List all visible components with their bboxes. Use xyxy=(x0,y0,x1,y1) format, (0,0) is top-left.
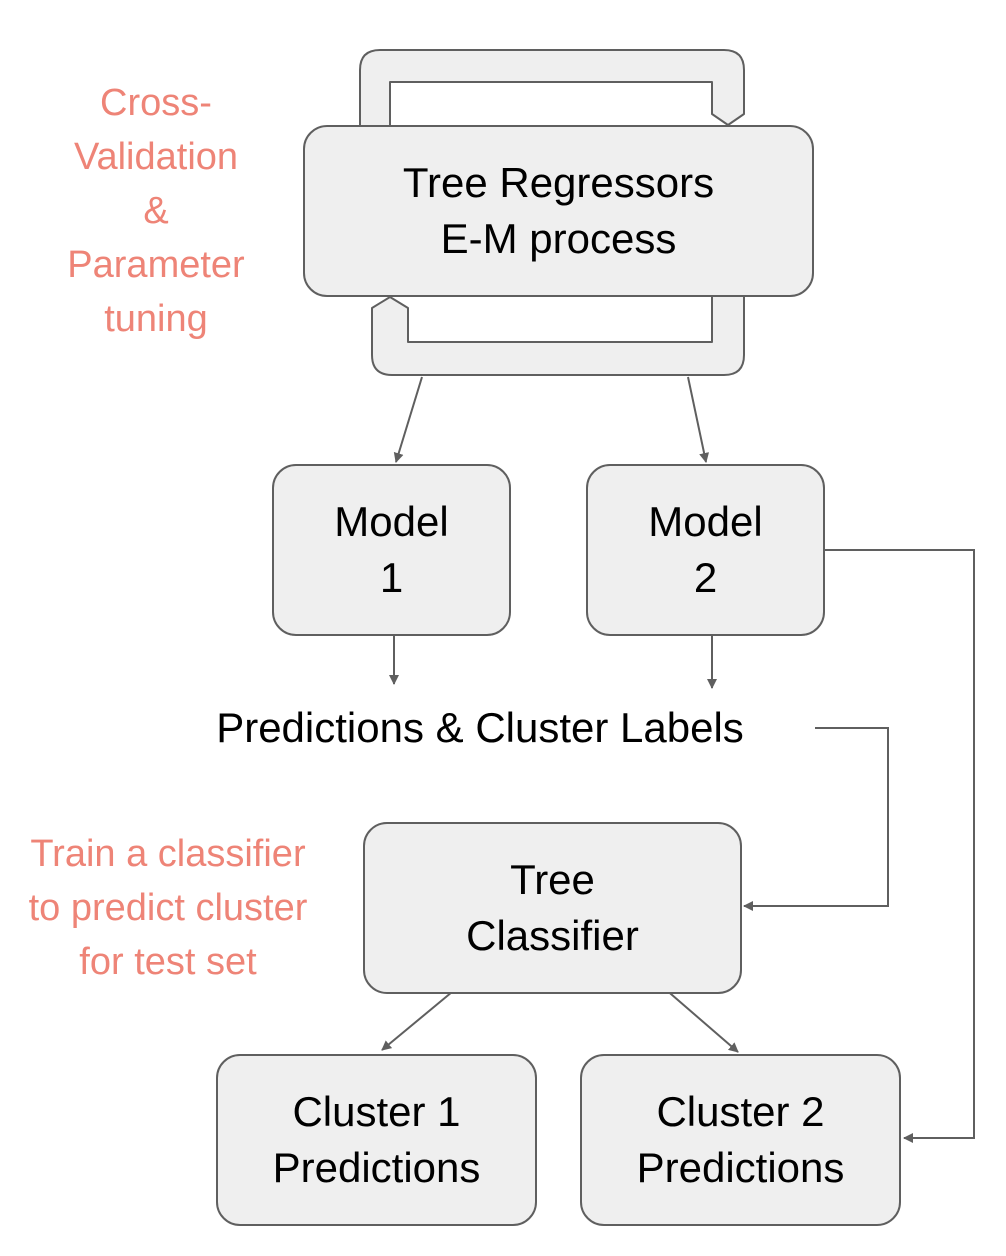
model-1-line2: 1 xyxy=(379,554,404,601)
train-classifier-line1: Train a classifier xyxy=(30,833,306,875)
em-loop-top-arrow xyxy=(359,49,745,126)
cluster-2-line2: Predictions xyxy=(636,1144,845,1191)
tree-classifier-line1: Tree xyxy=(510,856,595,903)
tree-classifier-line2: Classifier xyxy=(466,912,639,959)
tree-regressors-node: Tree Regressors E-M process xyxy=(303,125,814,297)
arrow-classifier-to-cluster-1 xyxy=(381,991,453,1051)
tree-classifier-node: Tree Classifier xyxy=(363,822,742,994)
tree-regressors-line1: Tree Regressors xyxy=(402,159,715,206)
model-2-node: Model 2 xyxy=(586,464,825,636)
cross-validation-line1: Cross- xyxy=(100,82,212,124)
model-1-node: Model 1 xyxy=(272,464,511,636)
cluster-2-node: Cluster 2 Predictions xyxy=(580,1054,901,1226)
em-loop-bottom-arrow xyxy=(371,296,745,376)
cluster-1-line2: Predictions xyxy=(272,1144,481,1191)
cross-validation-note: Cross- Validation & Parameter tuning xyxy=(30,76,282,346)
arrow-model-2-to-cluster-2 xyxy=(825,549,975,1143)
cross-validation-line4: Parameter xyxy=(67,244,245,286)
cluster-1-line1: Cluster 1 xyxy=(292,1088,461,1135)
cross-validation-line5: tuning xyxy=(104,298,208,340)
arrow-classifier-to-cluster-2 xyxy=(663,987,739,1053)
cluster-2-line1: Cluster 2 xyxy=(656,1088,825,1135)
cross-validation-line3: & xyxy=(143,190,169,232)
train-classifier-line2: to predict cluster xyxy=(28,887,308,929)
train-classifier-line3: for test set xyxy=(79,941,257,983)
arrow-regressors-to-model-2 xyxy=(687,376,710,463)
tree-regressors-line2: E-M process xyxy=(440,215,677,262)
model-2-line2: 2 xyxy=(693,554,718,601)
model-2-line1: Model xyxy=(648,498,763,545)
model-1-line1: Model xyxy=(334,498,449,545)
cluster-1-node: Cluster 1 Predictions xyxy=(216,1054,537,1226)
arrow-predictions-to-classifier xyxy=(743,727,889,911)
predictions-labels-text: Predictions & Cluster Labels xyxy=(216,704,744,751)
cross-validation-line2: Validation xyxy=(73,136,239,178)
arrow-regressors-to-model-1 xyxy=(393,376,423,463)
train-classifier-note: Train a classifier to predict cluster fo… xyxy=(0,827,336,989)
